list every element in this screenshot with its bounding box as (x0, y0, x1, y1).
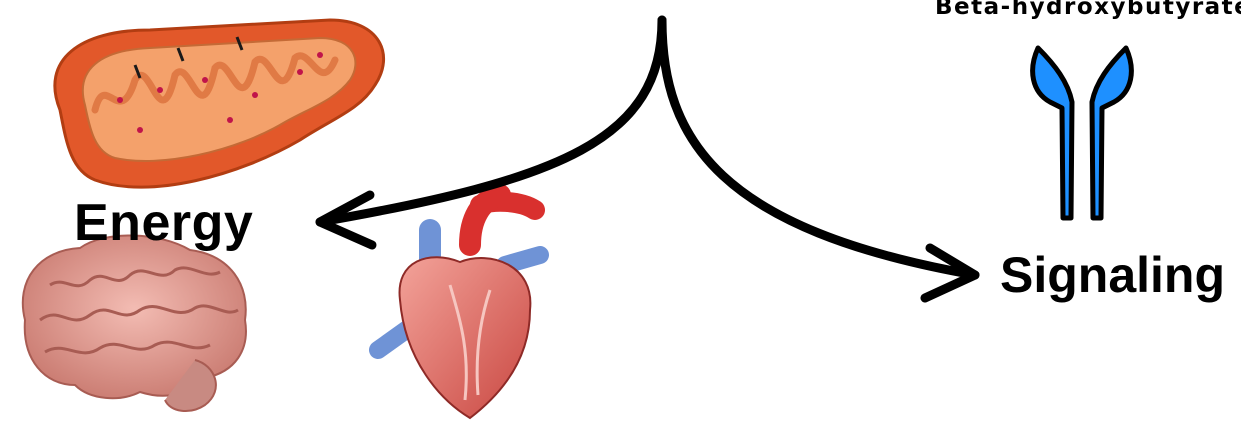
heart-icon (378, 195, 540, 418)
top-molecule-label: Beta-hydroxybutyrate (935, 0, 1241, 20)
signaling-label: Signaling (1000, 246, 1225, 304)
energy-label: Energy (74, 193, 253, 253)
receptor-icon (1033, 48, 1132, 218)
arrow-to-signaling (662, 20, 975, 298)
brain-icon (23, 235, 246, 411)
mitochondrion-icon (55, 20, 384, 187)
